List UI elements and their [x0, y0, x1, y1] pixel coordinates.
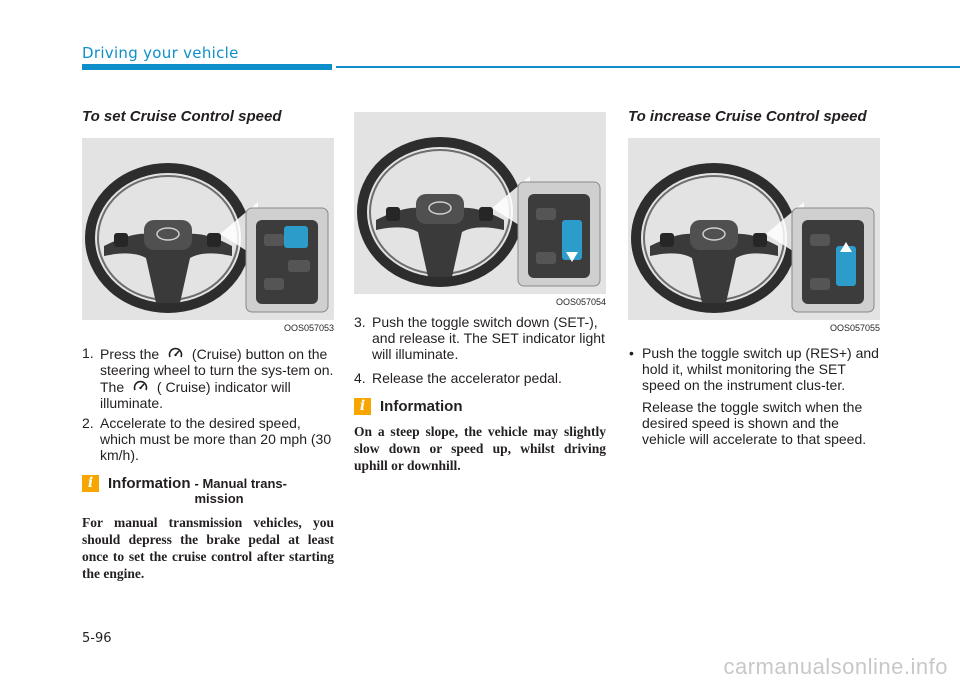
step-number: 1. — [82, 345, 94, 361]
page-number: 5-96 — [82, 631, 112, 646]
steering-wheel-illustration — [628, 138, 880, 320]
step-2-text: Accelerate to the desired speed, which m… — [100, 415, 332, 463]
column-3: To increase Cruise Control speed OOS0570… — [628, 108, 880, 447]
info-body-2: On a steep slope, the vehicle may slight… — [354, 424, 606, 473]
information-icon: i — [354, 398, 371, 415]
figure-steering-wheel-2 — [354, 112, 606, 294]
steps-list: 1. Press the (Cruise) button on the stee… — [82, 345, 334, 463]
info-title: Information — [108, 475, 191, 492]
watermark: carmanualsonline.info — [723, 654, 948, 679]
step-3: 3. Push the toggle switch down (SET-), a… — [354, 314, 606, 362]
info-header-1: i Information - Manual trans- mission — [82, 475, 334, 506]
figure-steering-wheel-3 — [628, 138, 880, 320]
figure-code-3: OOS057055 — [829, 323, 880, 333]
cruise-icon — [167, 345, 184, 362]
column-1: To set Cruise Control speed OOS057053 1.… — [82, 108, 334, 582]
info-title: Information — [380, 398, 463, 415]
step-2: 2. Accelerate to the desired speed, whic… — [82, 415, 334, 463]
step-1-text-c: ( Cruise) indicator will illuminate. — [100, 379, 291, 411]
steps-list-continued: 3. Push the toggle switch down (SET-), a… — [354, 314, 606, 386]
header-rule-thick — [82, 64, 332, 70]
step-4: 4. Release the accelerator pedal. — [354, 370, 606, 386]
figure-steering-wheel-1 — [82, 138, 334, 320]
steering-wheel-illustration — [354, 112, 606, 294]
info-subtitle: - Manual trans- mission — [194, 476, 287, 506]
step-1-text-a: Press the — [100, 346, 160, 362]
info-header-2: i Information — [354, 398, 606, 415]
bullet-item: • Push the toggle switch up (RES+) and h… — [628, 345, 880, 393]
bullet-mark: • — [629, 345, 634, 361]
header-rule-thin — [336, 66, 960, 68]
release-paragraph: Release the toggle switch when the desir… — [642, 399, 867, 447]
steering-wheel-illustration — [82, 138, 334, 320]
section-title: Driving your vehicle — [82, 44, 239, 62]
bullet-text: Push the toggle switch up (RES+) and hol… — [642, 345, 879, 393]
step-1: 1. Press the (Cruise) button on the stee… — [82, 345, 334, 411]
step-3-text: Push the toggle switch down (SET-), and … — [372, 314, 605, 362]
step-4-text: Release the accelerator pedal. — [372, 370, 562, 386]
cruise-indicator-icon — [132, 378, 149, 395]
information-icon: i — [82, 475, 99, 492]
step-1-text-b: (Cruise) button on the steering wheel to… — [100, 346, 334, 395]
step-number: 3. — [354, 314, 366, 330]
heading-increase-cruise-speed: To increase Cruise Control speed — [628, 108, 867, 125]
column-2: OOS057054 3. Push the toggle switch down… — [354, 108, 606, 474]
info-body-1: For manual transmission vehicles, you sh… — [82, 515, 334, 581]
step-number: 4. — [354, 370, 366, 386]
increase-instructions: • Push the toggle switch up (RES+) and h… — [628, 345, 880, 447]
heading-set-cruise-speed: To set Cruise Control speed — [82, 108, 282, 125]
figure-code-1: OOS057053 — [283, 323, 334, 333]
step-number: 2. — [82, 415, 94, 431]
figure-code-2: OOS057054 — [555, 297, 606, 307]
